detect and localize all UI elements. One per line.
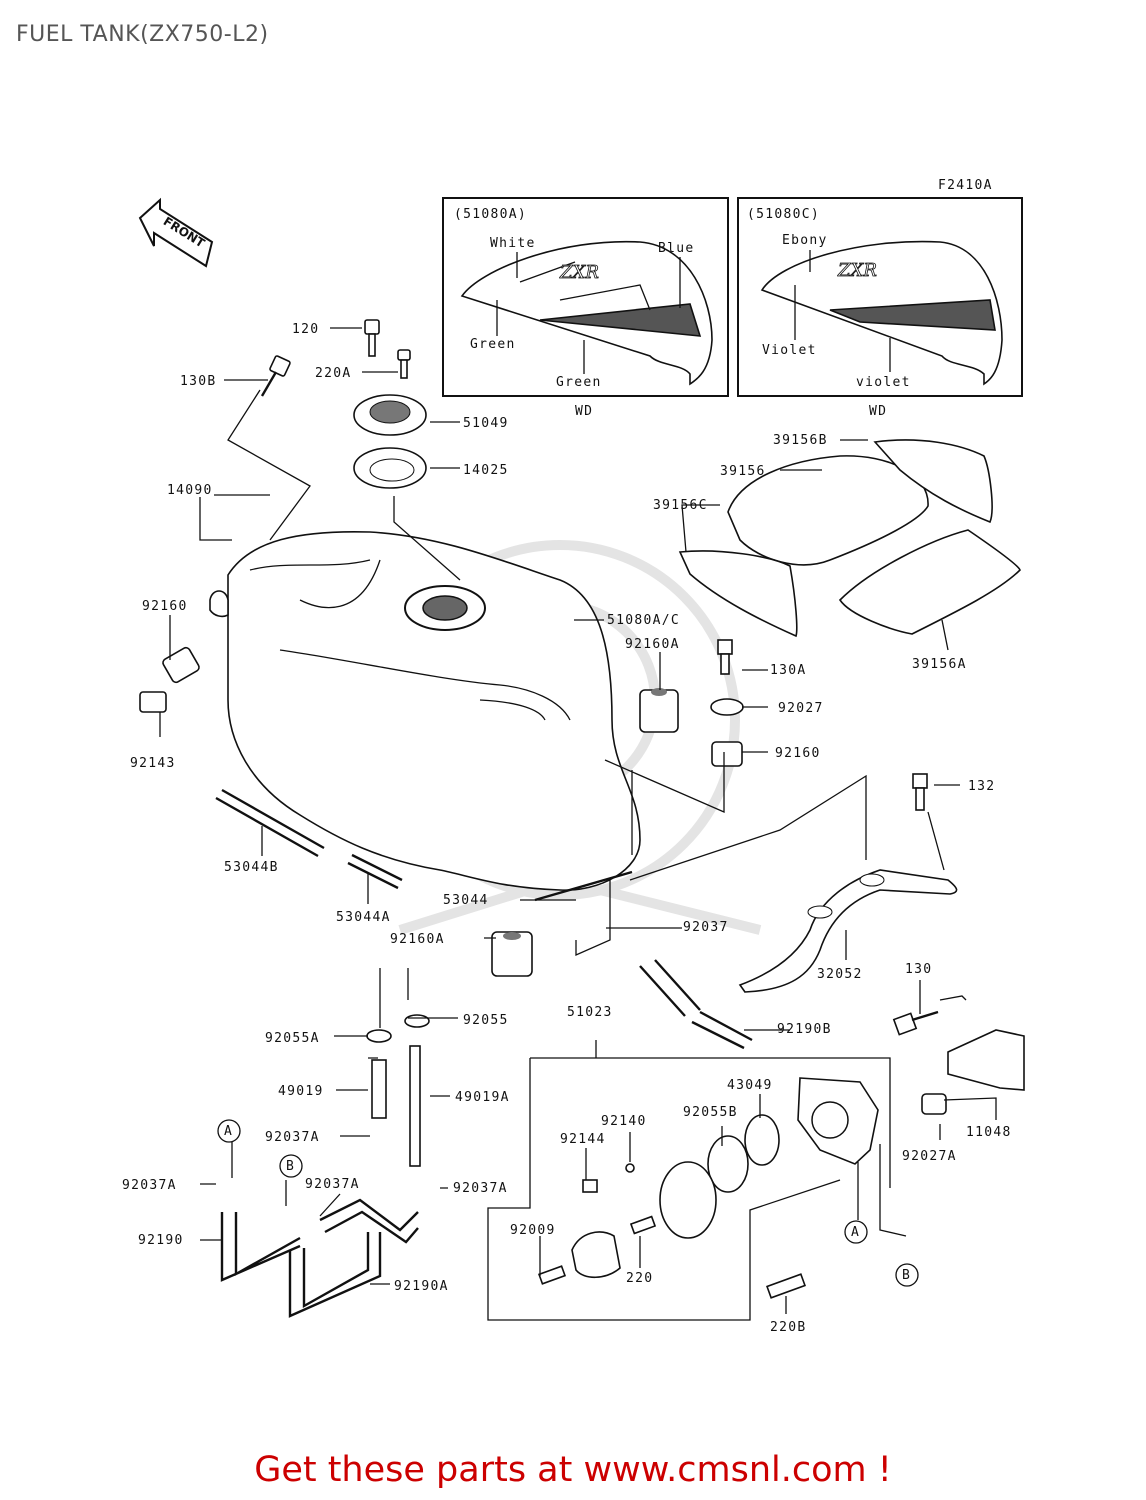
label-92009: 92009 bbox=[510, 1223, 556, 1238]
svg-text:ZXR: ZXR bbox=[837, 260, 877, 281]
bolts bbox=[260, 319, 939, 1036]
callout-labels: 120 130B 220A 51049 14025 14090 92160 92… bbox=[122, 322, 1012, 1335]
label-130: 130 bbox=[905, 962, 932, 977]
figure-code: F2410A bbox=[938, 178, 993, 193]
label-92190: 92190 bbox=[138, 1233, 184, 1248]
inset-51080a-color-blue: Blue bbox=[658, 241, 695, 256]
inset-51080a-color-green-bottom: Green bbox=[556, 375, 602, 390]
hoses bbox=[215, 788, 753, 1318]
label-39156a: 39156A bbox=[912, 657, 967, 672]
label-39156c: 39156C bbox=[653, 498, 708, 513]
label-49019: 49019 bbox=[278, 1084, 324, 1099]
label-92027a: 92027A bbox=[902, 1149, 957, 1164]
inset-51080a-color-white: White bbox=[490, 236, 536, 251]
label-92143: 92143 bbox=[130, 756, 176, 771]
front-arrow-icon: FRONT bbox=[138, 197, 214, 268]
ref-b-left: B bbox=[286, 1159, 295, 1174]
label-120: 120 bbox=[292, 322, 319, 337]
label-132: 132 bbox=[968, 779, 995, 794]
label-220b: 220B bbox=[770, 1320, 807, 1335]
label-92190a: 92190A bbox=[394, 1279, 449, 1294]
label-92144: 92144 bbox=[560, 1132, 606, 1147]
label-14090: 14090 bbox=[167, 483, 213, 498]
bracket-32052 bbox=[738, 869, 958, 993]
label-92190b: 92190B bbox=[777, 1022, 832, 1037]
label-49019a: 49019A bbox=[455, 1090, 510, 1105]
label-53044b: 53044B bbox=[224, 860, 279, 875]
inset-51080a: (51080A) ZXR White Blue Green Green WD bbox=[442, 197, 729, 419]
knee-pads bbox=[678, 439, 1021, 638]
label-220: 220 bbox=[626, 1271, 653, 1286]
page-title: FUEL TANK(ZX750-L2) bbox=[16, 22, 269, 47]
label-92037a-2: 92037A bbox=[122, 1178, 177, 1193]
label-92055a: 92055A bbox=[265, 1031, 320, 1046]
svg-text:ZXR: ZXR bbox=[559, 262, 599, 283]
label-92037a-3: 92037A bbox=[305, 1177, 360, 1192]
inset-51080a-note: WD bbox=[575, 404, 593, 419]
label-51049: 51049 bbox=[463, 416, 509, 431]
label-92055: 92055 bbox=[463, 1013, 509, 1028]
cmsnl-link[interactable]: Get these parts at www.cmsnl.com ! bbox=[254, 1450, 892, 1490]
label-53044a: 53044A bbox=[336, 910, 391, 925]
inset-51080c-color-ebony: Ebony bbox=[782, 233, 828, 248]
ref-a-left: A bbox=[224, 1124, 233, 1139]
fuel-tank bbox=[209, 530, 641, 891]
label-220a: 220A bbox=[315, 366, 352, 381]
inset-51080a-code: (51080A) bbox=[454, 207, 527, 222]
label-53044: 53044 bbox=[443, 893, 489, 908]
label-51080ac: 51080A/C bbox=[607, 613, 680, 628]
leader-lines bbox=[159, 327, 997, 1314]
label-130b: 130B bbox=[180, 374, 217, 389]
label-92160a-bottom: 92160A bbox=[390, 932, 445, 947]
label-11048: 11048 bbox=[966, 1125, 1012, 1140]
label-32052: 32052 bbox=[817, 967, 863, 982]
ref-b-right: B bbox=[902, 1268, 911, 1283]
label-39156b: 39156B bbox=[773, 433, 828, 448]
label-92160-left: 92160 bbox=[142, 599, 188, 614]
label-92055b: 92055B bbox=[683, 1105, 738, 1120]
ref-a-right: A bbox=[851, 1225, 860, 1240]
label-130a: 130A bbox=[770, 663, 807, 678]
inset-51080c: (51080C) ZXR Ebony Violet violet WD bbox=[737, 197, 1023, 419]
label-51023: 51023 bbox=[567, 1005, 613, 1020]
petcock-assembly bbox=[371, 1029, 1025, 1321]
inset-51080c-note: WD bbox=[869, 404, 887, 419]
label-92037a-1: 92037A bbox=[265, 1130, 320, 1145]
label-92160a-top: 92160A bbox=[625, 637, 680, 652]
label-92037: 92037 bbox=[683, 920, 729, 935]
label-43049: 43049 bbox=[727, 1078, 773, 1093]
label-92140: 92140 bbox=[601, 1114, 647, 1129]
filler-cap bbox=[353, 394, 427, 489]
inset-51080c-color-violet: Violet bbox=[762, 343, 817, 358]
label-39156: 39156 bbox=[720, 464, 766, 479]
inset-51080c-color-violet-lower: violet bbox=[856, 375, 911, 390]
dampers bbox=[139, 646, 744, 1043]
label-92027: 92027 bbox=[778, 701, 824, 716]
inset-51080c-code: (51080C) bbox=[747, 207, 820, 222]
inset-51080a-color-green-left: Green bbox=[470, 337, 516, 352]
label-92160-right: 92160 bbox=[775, 746, 821, 761]
label-14025: 14025 bbox=[463, 463, 509, 478]
label-92037a-4: 92037A bbox=[453, 1181, 508, 1196]
reference-markers bbox=[217, 1119, 919, 1287]
